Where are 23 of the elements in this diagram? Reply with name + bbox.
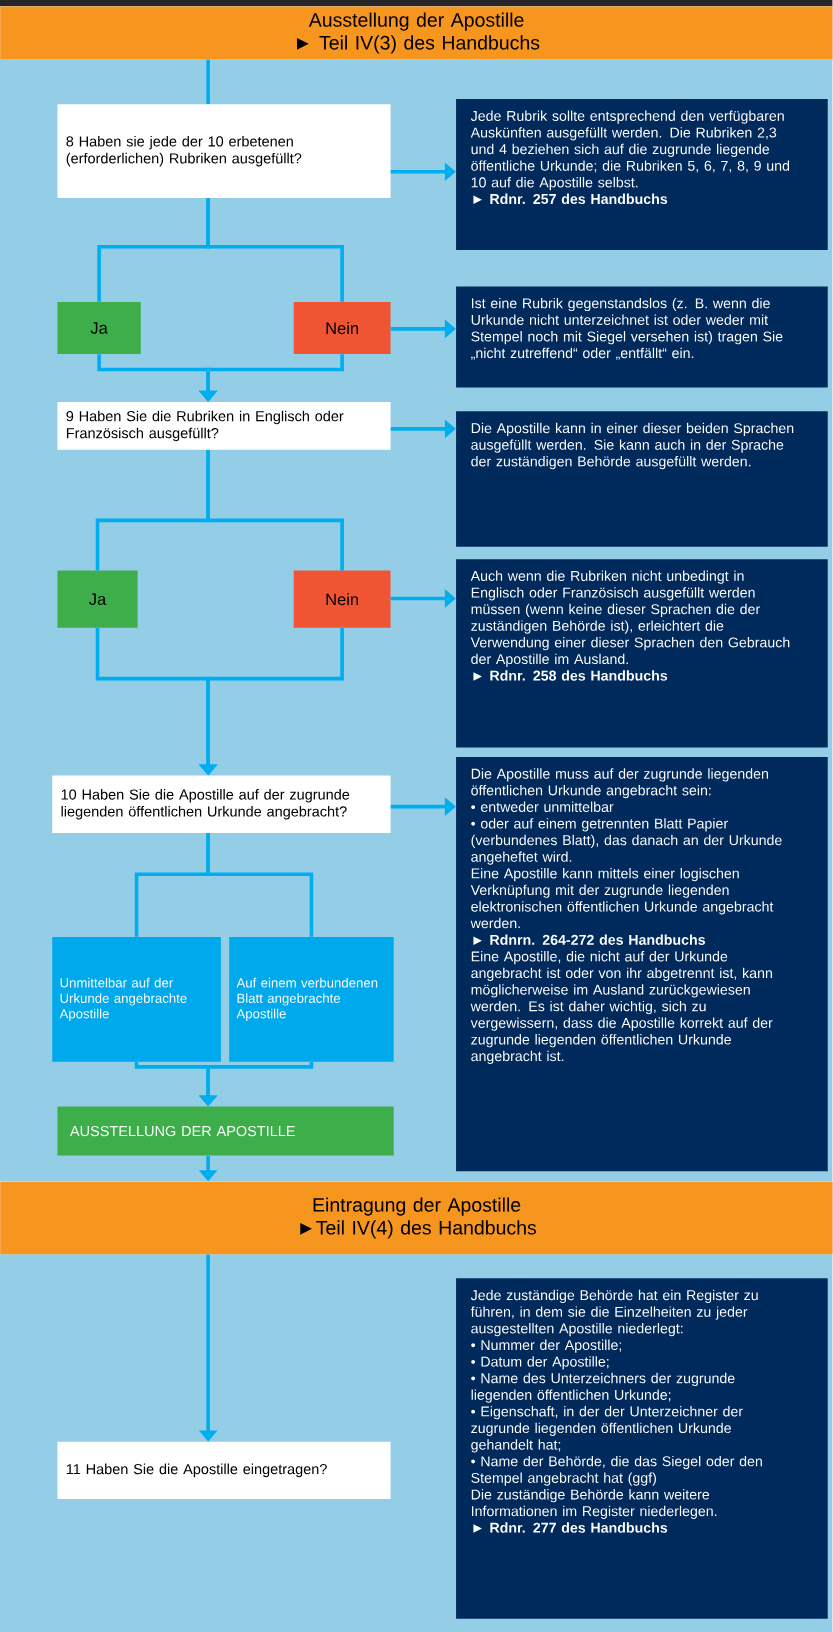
question-box: 10 Haben Sie die Apostille auf der zugrunde liegenden öffentlichen Urkunde angebracht? — [52, 775, 391, 833]
question-box: 8 Haben sie jede der 10 erbetenen (erforderlichen) Rubriken ausgefüllt? — [57, 104, 391, 198]
note-box: Auch wenn die Rubriken nicht unbedingt in Englisch oder Französisch ausgefüllt werden müssen (wenn keine dieser Sprachen die der zuständigen Behörde ist), erleichtert die Verwendung einer dieser Sprachen den Gebrauch der Apostille im Ausland. ► Rdnr. 258 des Handbuchs — [456, 559, 828, 748]
no-box: Nein — [293, 570, 391, 628]
note-box: Ist eine Rubrik gegenstandslos (z. B. wenn die Urkunde nicht unterzeichnet ist oder weder mit Stempel noch mit Siegel versehen ist) tragen Sie „nicht zutreffend“ oder „entfällt“ ein. — [456, 286, 828, 388]
connector-line — [206, 833, 314, 937]
section-band: Ausstellung der Apostille ► Teil IV(3) des Handbuchs — [0, 6, 833, 60]
no-box: Nein — [293, 302, 391, 355]
result-box: AUSSTELLUNG DER APOSTILLE — [57, 1106, 394, 1156]
connector-line — [206, 59, 211, 105]
note-box: Die Apostille muss auf der zugrunde liegenden öffentlichen Urkunde angebracht sein: • entweder unmittelbar • oder auf einem getrennten Blatt Papier (verbundenes Blatt), das danach an der Urkunde angeheftet wird. Eine Apostille kann mittels einer logischen Verknüpfung mit der zugrunde liegenden elektronischen öffentlichen Urkunde angebracht werden. ► Rdnrn. 264-272 des Handbuchs Eine Apostille, die nicht auf der Urkunde angebracht ist oder von ihr abgetrennt ist, kann möglicherweise im Ausland zurückgewiesen werden. Es ist daher wichtig, sich zu vergewissern, dass die Apostille korrekt auf der zugrunde liegenden öffentlichen Urkunde angebracht ist. — [456, 756, 828, 1172]
question-box: 11 Haben Sie die Apostille eingetragen? — [57, 1441, 391, 1499]
note-box: Jede zuständige Behörde hat ein Register zu führen, in dem sie die Einzelheiten zu jeder ausgestellten Apostille niederlegt: • Nummer der Apostille; • Datum der Apostille; • Name des Unterzeichners der zugrunde liegenden öffentlichen Urkunde; • Eigenschaft, in der der Unterzeichner der zugrunde liegenden öffentlichen Urkunde gehandelt hat; • Name der Behörde, die das Siegel oder den Stempel angebracht hat (ggf) Die zuständige Behörde kann weitere Informationen im Register niederlegen. ► Rdnr. 277 des Handbuchs — [456, 1278, 828, 1619]
connector-line — [206, 450, 345, 571]
option-box: Auf einem verbundenen Blatt angebrachte Apostille — [229, 936, 394, 1062]
yes-box: Ja — [57, 570, 138, 628]
section-band: Eintragung der Apostille ►Teil IV(4) des Handbuchs — [0, 1181, 833, 1255]
note-box: Die Apostille kann in einer dieser beiden Sprachen ausgefüllt werden. Sie kann auch in der Sprache der zuständigen Behörde ausgefüllt werden. — [456, 411, 828, 547]
note-box: Jede Rubrik sollte entsprechend den verfügbaren Auskünften ausgefüllt werden. Die Rubriken 2,3 und 4 beziehen sich auf die zugrunde liegende öffentliche Urkunde; die Rubriken 5, 6, 7, 8, 9 und 10 auf die Apostille selbst. ► Rdnr. 257 des Handbuchs — [456, 99, 828, 251]
question-box: 9 Haben Sie die Rubriken in Englisch oder Französisch ausgefüllt? — [57, 401, 391, 450]
option-box: Unmittelbar auf der Urkunde angebrachte Apostille — [52, 936, 222, 1062]
connector-line — [206, 198, 345, 302]
yes-box: Ja — [57, 302, 141, 355]
